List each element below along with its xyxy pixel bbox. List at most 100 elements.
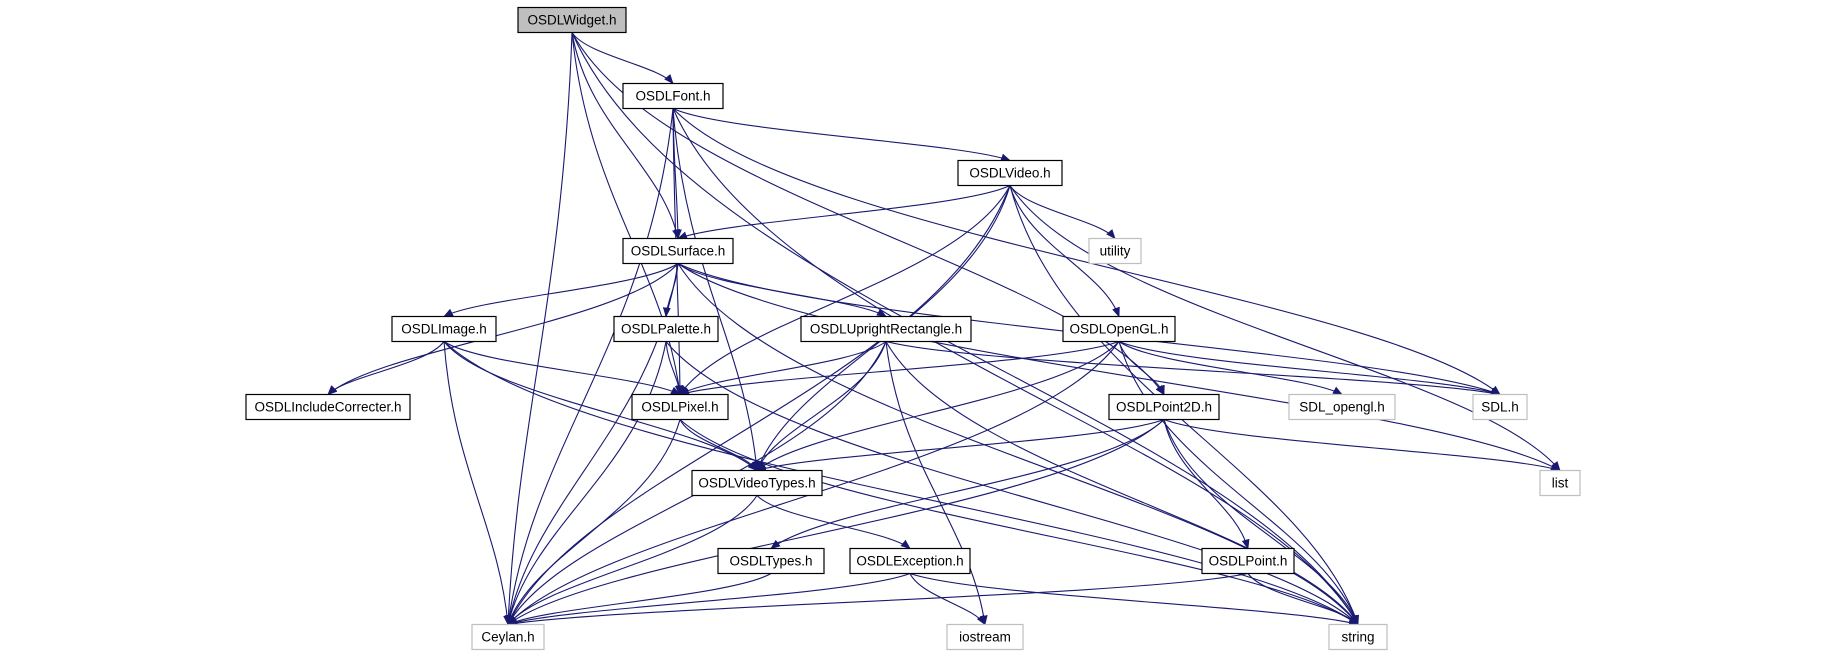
node-iostream: iostream [946,623,1024,651]
node-label-osdlvideo: OSDLVideo.h [969,166,1050,181]
edge-osdlvideo-to-osdlsurface [677,185,1011,240]
node-osdlpixel[interactable]: OSDLPixel.h [631,393,729,421]
edge-osdlwidget-to-string [571,32,1359,626]
edge-osdlexception-to-iostream [909,573,986,626]
node-ceylan: Ceylan.h [471,623,545,651]
edge-osdlvideo-to-osdlpixel [679,185,1011,396]
edge-osdlimage-to-osdlincludecorrecter [327,341,445,396]
edge-osdluprightrectangle-to-iostream [885,341,988,626]
edge-osdlpoint2d-to-string [1163,419,1359,626]
edge-osdlfont-to-osdlvideo [672,108,1011,162]
node-label-osdltypes: OSDLTypes.h [729,554,812,569]
edge-osdlvideo-to-list [1009,185,1561,472]
node-label-osdlfont: OSDLFont.h [635,89,710,104]
node-osdlvideo[interactable]: OSDLVideo.h [957,159,1063,187]
node-box-osdluprightrectangle [800,315,972,343]
node-osdluprightrectangle[interactable]: OSDLUprightRectangle.h [800,315,972,343]
node-label-osdluprightrectangle: OSDLUprightRectangle.h [810,322,962,337]
edge-osdlpixel-to-string [679,419,1359,626]
edge-osdlimage-to-ceylan [443,341,512,626]
node-box-sdl_opengl [1288,393,1396,421]
edge-osdluprightrectangle-to-osdlpixel [679,341,887,396]
node-osdlsurface[interactable]: OSDLSurface.h [622,237,734,265]
edge-osdlimage-to-string [443,341,1359,626]
node-box-list [1539,469,1581,497]
edge-osdlvideotypes-to-osdlexception [756,495,911,550]
node-box-osdlvideo [957,159,1063,187]
edge-osdlpoint-to-ceylan [507,572,1249,628]
node-label-osdlpoint: OSDLPoint.h [1209,554,1288,569]
edge-osdlopengl-to-osdlvideotypes [756,341,1120,472]
node-box-osdlfont [622,82,724,110]
node-box-utility [1088,237,1142,265]
node-label-osdlopengl: OSDLOpenGL.h [1069,322,1168,337]
edge-osdlvideo-to-osdlopengl [1009,185,1120,318]
edge-osdlfont-to-sdl [672,108,1501,396]
node-label-osdlsurface: OSDLSurface.h [631,244,726,259]
edge-osdlpoint-to-string [1247,573,1359,626]
edge-osdlexception-to-string [909,572,1359,627]
node-box-osdlexception [849,547,971,575]
node-osdlimage[interactable]: OSDLImage.h [391,315,497,343]
edge-osdlwidget-to-ceylan [504,32,573,626]
node-label-osdlincludecorrecter: OSDLIncludeCorrecter.h [254,400,401,415]
node-label-sdl: SDL.h [1481,400,1519,415]
edge-osdlpoint2d-to-ceylan [507,419,1165,626]
node-label-osdlimage: OSDLImage.h [401,322,487,337]
node-label-osdlpixel: OSDLPixel.h [641,400,718,415]
edge-osdlsurface-to-list [677,263,1561,471]
node-osdlwidget[interactable]: OSDLWidget.h [517,6,627,34]
edge-osdlvideotypes-to-ceylan [507,495,758,626]
node-box-osdlvideotypes [691,469,823,497]
node-osdlpoint[interactable]: OSDLPoint.h [1201,547,1295,575]
edge-osdlpoint2d-to-osdltypes [770,419,1165,550]
edge-osdlpoint2d-to-osdlpoint [1163,419,1250,550]
node-string: string [1328,623,1388,651]
node-osdlpalette[interactable]: OSDLPalette.h [613,315,719,343]
edge-osdlsurface-to-osdlincludecorrecter [327,263,679,396]
node-osdltypes[interactable]: OSDLTypes.h [717,547,825,575]
edge-osdlimage-to-osdlvideotypes [443,341,758,472]
node-label-iostream: iostream [959,630,1011,645]
node-osdlopengl[interactable]: OSDLOpenGL.h [1062,315,1176,343]
node-box-osdltypes [717,547,825,575]
edge-osdlpixel-to-osdlvideotypes [679,419,758,472]
node-sdl_opengl: SDL_opengl.h [1288,393,1396,421]
edge-osdluprightrectangle-to-sdl [885,340,1501,397]
node-osdlpoint2d[interactable]: OSDLPoint2D.h [1108,393,1220,421]
node-list: list [1539,469,1581,497]
edge-osdlvideo-to-utility [1009,185,1116,240]
edge-osdlpoint2d-to-list [1163,418,1561,472]
node-label-osdlpalette: OSDLPalette.h [621,322,711,337]
edge-osdltypes-to-ceylan [507,573,772,626]
edge-osdlexception-to-ceylan [507,572,911,626]
node-box-osdlpixel [631,393,729,421]
edge-osdlwidget-to-osdlfont [571,32,674,85]
edge-osdlimage-to-osdlpixel [443,341,681,395]
edge-osdlpoint2d-to-osdlvideotypes [756,418,1165,472]
node-label-sdl_opengl: SDL_opengl.h [1299,400,1385,415]
node-box-ceylan [471,623,545,651]
edge-osdluprightrectangle-to-osdlvideotypes [756,341,887,472]
node-box-sdl [1472,393,1528,421]
edge-osdlopengl-to-sdl_opengl [1118,341,1343,395]
node-box-osdlincludecorrecter [245,393,411,421]
node-osdlfont[interactable]: OSDLFont.h [622,82,724,110]
edge-osdlwidget-to-osdlsurface [571,32,680,240]
node-osdlvideotypes[interactable]: OSDLVideoTypes.h [691,469,823,497]
edge-osdlfont-to-ceylan [505,108,674,626]
node-label-ceylan: Ceylan.h [481,630,534,645]
edge-osdlsurface-to-osdlimage [443,263,679,317]
edge-osdlpalette-to-ceylan [506,341,667,626]
node-box-osdlpoint [1201,547,1295,575]
node-osdlexception[interactable]: OSDLException.h [849,547,971,575]
node-box-osdlpalette [613,315,719,343]
node-label-list: list [1552,476,1569,491]
node-label-osdlpoint2d: OSDLPoint2D.h [1116,400,1212,415]
node-label-utility: utility [1100,244,1131,259]
node-box-osdlsurface [622,237,734,265]
edge-osdlvideo-to-string [1009,185,1359,626]
edge-osdlopengl-to-osdlpixel [679,340,1120,396]
node-osdlincludecorrecter[interactable]: OSDLIncludeCorrecter.h [245,393,411,421]
edge-osdlopengl-to-osdlpoint2d [1118,341,1165,396]
